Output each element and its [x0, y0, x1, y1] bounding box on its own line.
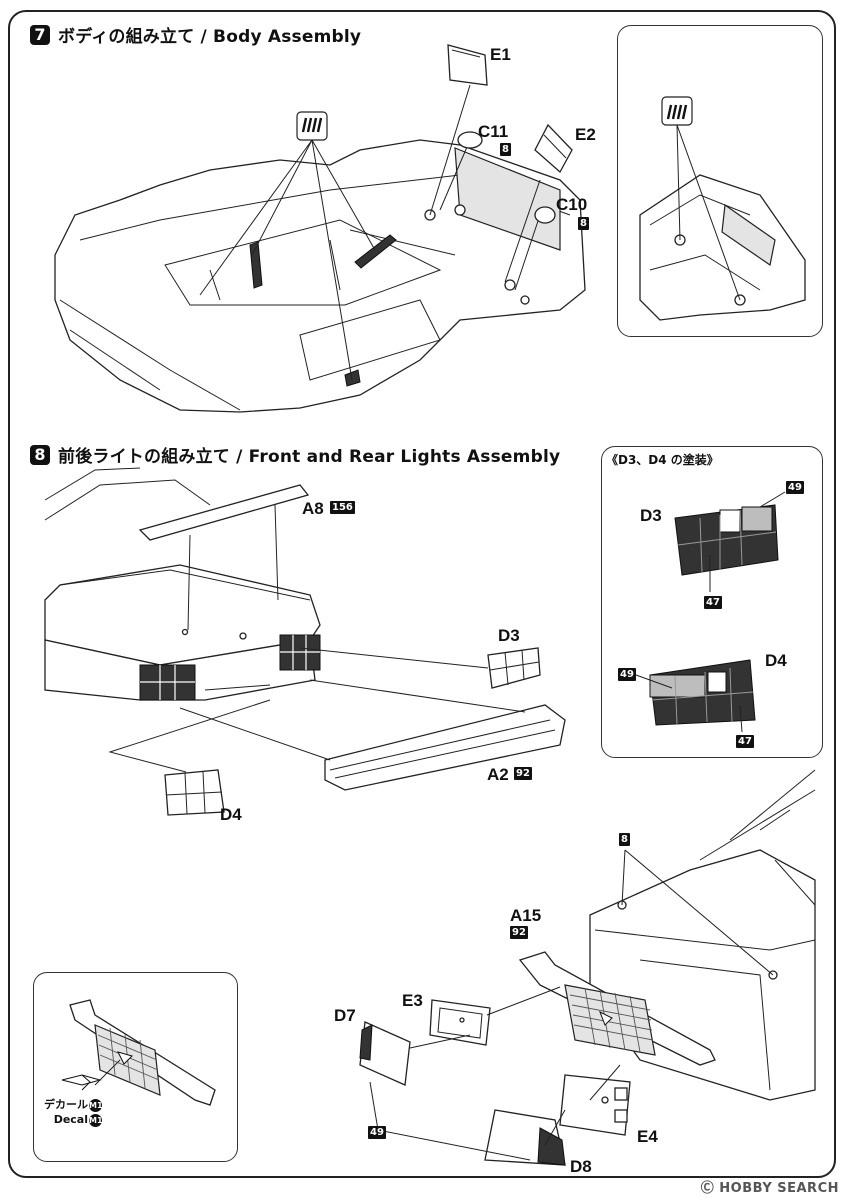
paint-code-d4-49: 49: [618, 668, 636, 681]
part-d3-drawing: [487, 647, 541, 689]
step-8-number: 8: [30, 444, 50, 465]
label-c10: C10: [556, 195, 588, 214]
part-a2-bumper-drawing: [324, 704, 566, 791]
inset-paint-marker-icon: [661, 96, 693, 126]
code-c11: 8: [500, 143, 511, 156]
part-d4-drawing: [164, 769, 225, 816]
code-a15: 92: [510, 926, 528, 939]
paint-marker-icon: [296, 111, 328, 141]
code-49-front: 49: [368, 1126, 386, 1139]
page-frame: [8, 10, 836, 1178]
label-d3: D3: [498, 626, 520, 645]
part-a8-spoiler-drawing: [138, 484, 310, 541]
decal-code-ja: M1: [89, 1098, 103, 1112]
part-c10-drawing: [534, 206, 556, 224]
decal-text-ja: デカール: [44, 1098, 88, 1111]
label-c11: C11: [478, 122, 509, 141]
step-7-title: 7 ボディの組み立て / Body Assembly: [30, 22, 361, 47]
paint-label-d3: D3: [640, 506, 662, 525]
paint-inset-title: 《D3、D4 の塗装》: [606, 453, 719, 467]
label-d8: D8: [570, 1157, 592, 1176]
decal-line-ja: デカールM1: [44, 1097, 103, 1112]
rear-light-left: [139, 664, 196, 701]
paint-d3-drawing: [674, 504, 779, 576]
step-8-heading: 前後ライトの組み立て / Front and Rear Lights Assem…: [58, 447, 561, 467]
inset-body-detail: [639, 96, 806, 321]
label-d7: D7: [334, 1006, 356, 1025]
paint-code-d3-49: 49: [786, 481, 804, 494]
part-c11-drawing: [457, 131, 483, 149]
code-8-front: 8: [619, 833, 630, 846]
decal-caption: デカールM1 DecalM1: [44, 1097, 103, 1127]
decal-grille-drawing: [69, 999, 216, 1106]
part-a15-grille-drawing: [518, 951, 716, 1066]
label-d4: D4: [220, 805, 242, 824]
code-a2: 92: [514, 767, 532, 780]
code-c10: 8: [578, 217, 589, 230]
paint-d4-drawing: [649, 659, 756, 726]
label-a2: A2: [487, 765, 509, 784]
part-d8-drawing: [484, 1109, 566, 1166]
watermark: Ⓒ HOBBY SEARCH: [700, 1181, 839, 1196]
paint-code-d4-47: 47: [736, 735, 754, 748]
part-e4-drawing: [559, 1074, 631, 1136]
step-7-number: 7: [30, 24, 50, 45]
step-8-title: 8 前後ライトの組み立て / Front and Rear Lights Ass…: [30, 442, 560, 467]
label-e2: E2: [575, 125, 596, 144]
part-e2-drawing: [534, 123, 573, 174]
label-a15: A15: [510, 906, 542, 925]
code-a8: 156: [330, 501, 355, 514]
part-d7-drawing: [359, 1021, 411, 1086]
decal-code-en: M1: [89, 1113, 103, 1127]
decal-text-en: Decal: [53, 1113, 88, 1126]
part-e1-drawing: [447, 44, 488, 86]
step-7-heading: ボディの組み立て / Body Assembly: [58, 27, 362, 47]
rear-light-right: [279, 634, 321, 671]
label-e1: E1: [490, 45, 511, 64]
decal-emblem-icon: [61, 1074, 102, 1091]
rear-body-drawing: [44, 467, 321, 701]
paint-code-d3-47: 47: [704, 596, 722, 609]
label-e4: E4: [637, 1127, 658, 1146]
paint-label-d4: D4: [765, 651, 787, 670]
label-a8: A8: [302, 499, 324, 518]
decal-line-en: DecalM1: [44, 1112, 103, 1127]
part-e3-drawing: [429, 999, 491, 1046]
label-e3: E3: [402, 991, 423, 1010]
body-shell-drawing: [54, 84, 586, 413]
